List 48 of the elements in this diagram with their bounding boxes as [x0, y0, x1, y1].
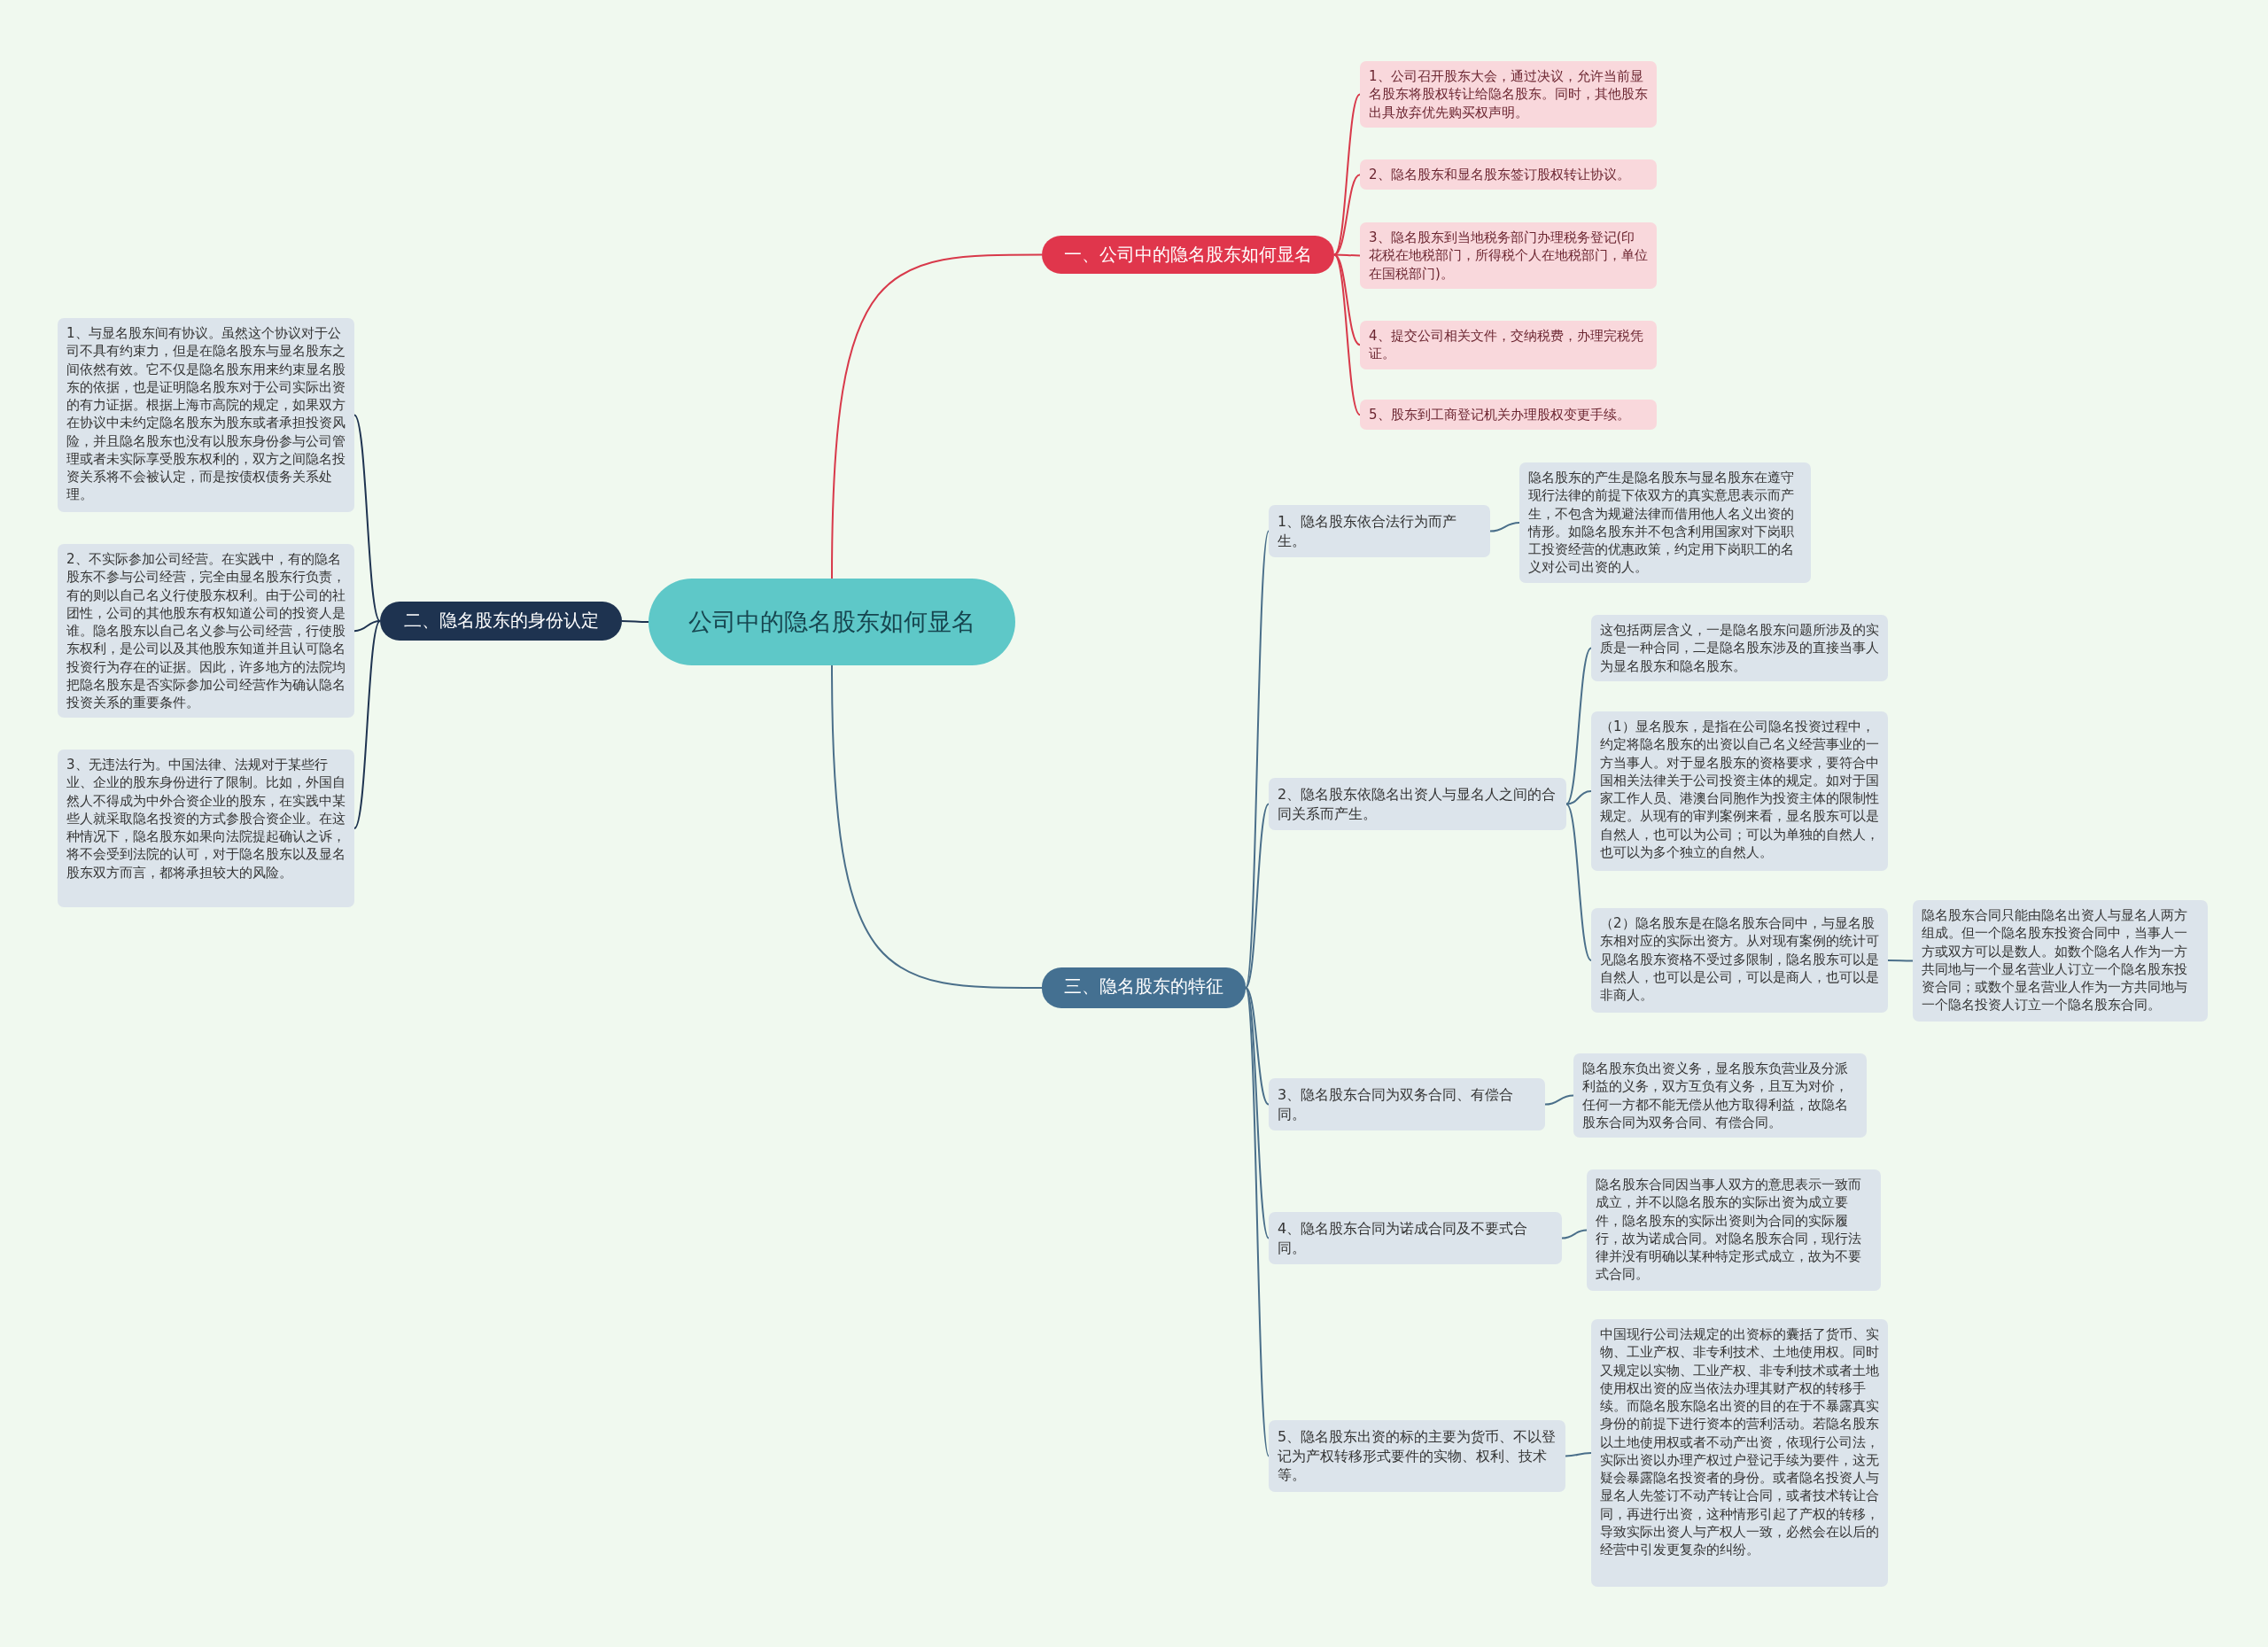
- connector-line: [353, 620, 381, 633]
- note-box: （2）隐名股东是在隐名股东合同中，与显名股东相对应的实际出资方。从对现有案例的统计可见隐名股东资格不受过多限制，隐名股东可以是自然人，也可以是公司，可以是商人，也可以是非商人。: [1591, 908, 1888, 1013]
- note-box: （1）显名股东，是指在公司隐名投资过程中，约定将隐名股东的出资以自己名义经营事业的一方当事人。对于显名股东的资格要求，要符合中国相关法律关于公司投资主体的规定。如对于国家工作人员、港澳台同胞作为投资主体的限制性规定。从现有的审判案例来看，显名股东可以是自然人，也可以为公司；可以为单独的自然人，也可以为多个独立的自然人。: [1591, 711, 1888, 871]
- connector-line: [1333, 174, 1361, 256]
- connector-line: [1245, 530, 1270, 989]
- branch-topic: 二、隐名股东的身份认定: [380, 602, 622, 641]
- note-box: 1、与显名股东间有协议。虽然这个协议对于公司不具有约束力，但是在隐名股东与显名股东之间依然有效。它不仅是隐名股东用来约束显名股东的依据，也是证明隐名股东对于公司实际出资的有力证据。根据上海市高院的规定，如果双方在协议中未约定隐名股东为股东或者承担投资风险，并且隐名股东也没有以股东身份参与公司管理或者未实际享受股东权利的，双方之间隐名投资关系将不会被认定，而是按债权债务关系处理。: [58, 318, 354, 512]
- topic-box: 1、公司召开股东大会，通过决议，允许当前显名股东将股权转让给隐名股东。同时，其他股东出具放弃优先购买权声明。: [1360, 61, 1657, 128]
- topic-box: 4、隐名股东合同为诺成合同及不要式合同。: [1269, 1212, 1562, 1265]
- connector-line: [1887, 959, 1914, 962]
- connector-line: [831, 253, 1043, 579]
- connector-line: [1565, 647, 1592, 805]
- connector-line: [1565, 803, 1592, 961]
- connector-line: [1333, 253, 1361, 416]
- topic-box: 1、隐名股东依合法行为而产生。: [1269, 505, 1490, 558]
- central-topic: 公司中的隐名股东如何显名: [649, 579, 1015, 665]
- connector-line: [1565, 790, 1592, 805]
- connector-line: [353, 620, 381, 829]
- note-box: 3、无违法行为。中国法律、法规对于某些行业、企业的股东身份进行了限制。比如，外国自然人不得成为中外合资企业的股东，在实践中某些人就采取隐名投资的方式参股合资企业。在这种情况下，隐名股东如果向法院提起确认之诉，将不会受到法院的认可，对于隐名股东以及显名股东双方而言，都将承担较大的风险。: [58, 750, 354, 907]
- topic-box: 5、隐名股东出资的标的主要为货币、不以登记为产权转移形式要件的实物、权利、技术等。: [1269, 1420, 1565, 1492]
- topic-box: 5、股东到工商登记机关办理股权变更手续。: [1360, 400, 1657, 431]
- connector-line: [1245, 987, 1270, 1457]
- connector-line: [1565, 1452, 1592, 1457]
- topic-box: 2、隐名股东和显名股东签订股权转让协议。: [1360, 159, 1657, 190]
- note-box: 2、不实际参加公司经营。在实践中，有的隐名股东不参与公司经营，完全由显名股东行负责，有的则以自己名义行使股东权利。由于公司的社团性，公司的其他股东有权知道公司的投资人是谁。隐名股东以自己名义参与公司经营，行使股东权利，是公司以及其他股东知道并且认可隐名投资行为存在的证据。因此，许多地方的法院均把隐名股东是否实际参加公司经营作为确认隐名投资关系的重要条件。: [58, 544, 354, 719]
- connector-line: [1245, 803, 1270, 989]
- connector-line: [1544, 1094, 1574, 1106]
- topic-box: 3、隐名股东合同为双务合同、有偿合同。: [1269, 1078, 1545, 1131]
- connector-line: [831, 664, 1043, 989]
- note-box: 隐名股东合同因当事人双方的意思表示一致而成立，并不以隐名股东的实际出资为成立要件，隐名股东的实际出资则为合同的实际履行，故为诺成合同。对隐名股东合同，现行法律并没有明确以某种特定形式成立，故为不要式合同。: [1587, 1169, 1881, 1291]
- note-box: 隐名股东负出资义务，显名股东负营业及分派利益的义务，双方互负有义务，且互为对价，任何一方都不能无偿从他方取得利益，故隐名股东合同为双务合同、有偿合同。: [1573, 1053, 1867, 1138]
- branch-topic: 一、公司中的隐名股东如何显名: [1042, 236, 1334, 274]
- connector-line: [353, 414, 381, 622]
- branch-topic: 三、隐名股东的特征: [1042, 967, 1246, 1008]
- connector-line: [1245, 987, 1270, 1106]
- note-box: 隐名股东合同只能由隐名出资人与显名人两方组成。但一个隐名股东投资合同中，当事人一方或双方可以是数人。如数个隐名人作为一方共同地与一个显名营业人订立一个隐名股东投资合同；或数个显名营业人作为一方共同地与一个隐名投资人订立一个隐名股东合同。: [1913, 900, 2208, 1022]
- note-box: 这包括两层含义，一是隐名股东问题所涉及的实质是一种合同，二是隐名股东涉及的直接当事人为显名股东和隐名股东。: [1591, 615, 1888, 681]
- note-box: 隐名股东的产生是隐名股东与显名股东在遵守现行法律的前提下依双方的真实意思表示而产生，不包含为规避法律而借用他人名义出资的情形。如隐名股东并不包含利用国家对下岗职工投资经营的优惠政策，约定用下岗职工的名义对公司出资的人。: [1519, 462, 1811, 583]
- note-box: 中国现行公司法规定的出资标的囊括了货币、实物、工业产权、非专利技术、土地使用权。同时又规定以实物、工业产权、非专利技术或者土地使用权出资的应当依法办理其财产权的转移手续。而隐名股东隐名出资的目的在于不暴露真实身份的前提下进行资本的营利活动。若隐名股东以土地使用权或者不动产出资，依现行公司法，实际出资以办理产权过户登记手续为要件，这无疑会暴露隐名投资者的身份。或者隐名投资人与显名人先签订不动产转让合同，或者技术转让合同，再进行出资，这种情形引起了产权的转移，导致实际出资人与产权人一致，必然会在以后的经营中引发更复杂的纠纷。: [1591, 1319, 1888, 1587]
- connector-line: [1245, 987, 1270, 1239]
- connector-line: [621, 620, 649, 623]
- topic-box: 3、隐名股东到当地税务部门办理税务登记(印花税在地税部门，所得税个人在地税部门，单位在国税部门)。: [1360, 222, 1657, 289]
- topic-box: 4、提交公司相关文件，交纳税费，办理完税凭证。: [1360, 321, 1657, 369]
- connector-line: [1333, 253, 1361, 346]
- topic-box: 2、隐名股东依隐名出资人与显名人之间的合同关系而产生。: [1269, 778, 1566, 831]
- connector-line: [1561, 1229, 1588, 1239]
- connector-line: [1333, 93, 1361, 256]
- connector-line: [1489, 522, 1520, 532]
